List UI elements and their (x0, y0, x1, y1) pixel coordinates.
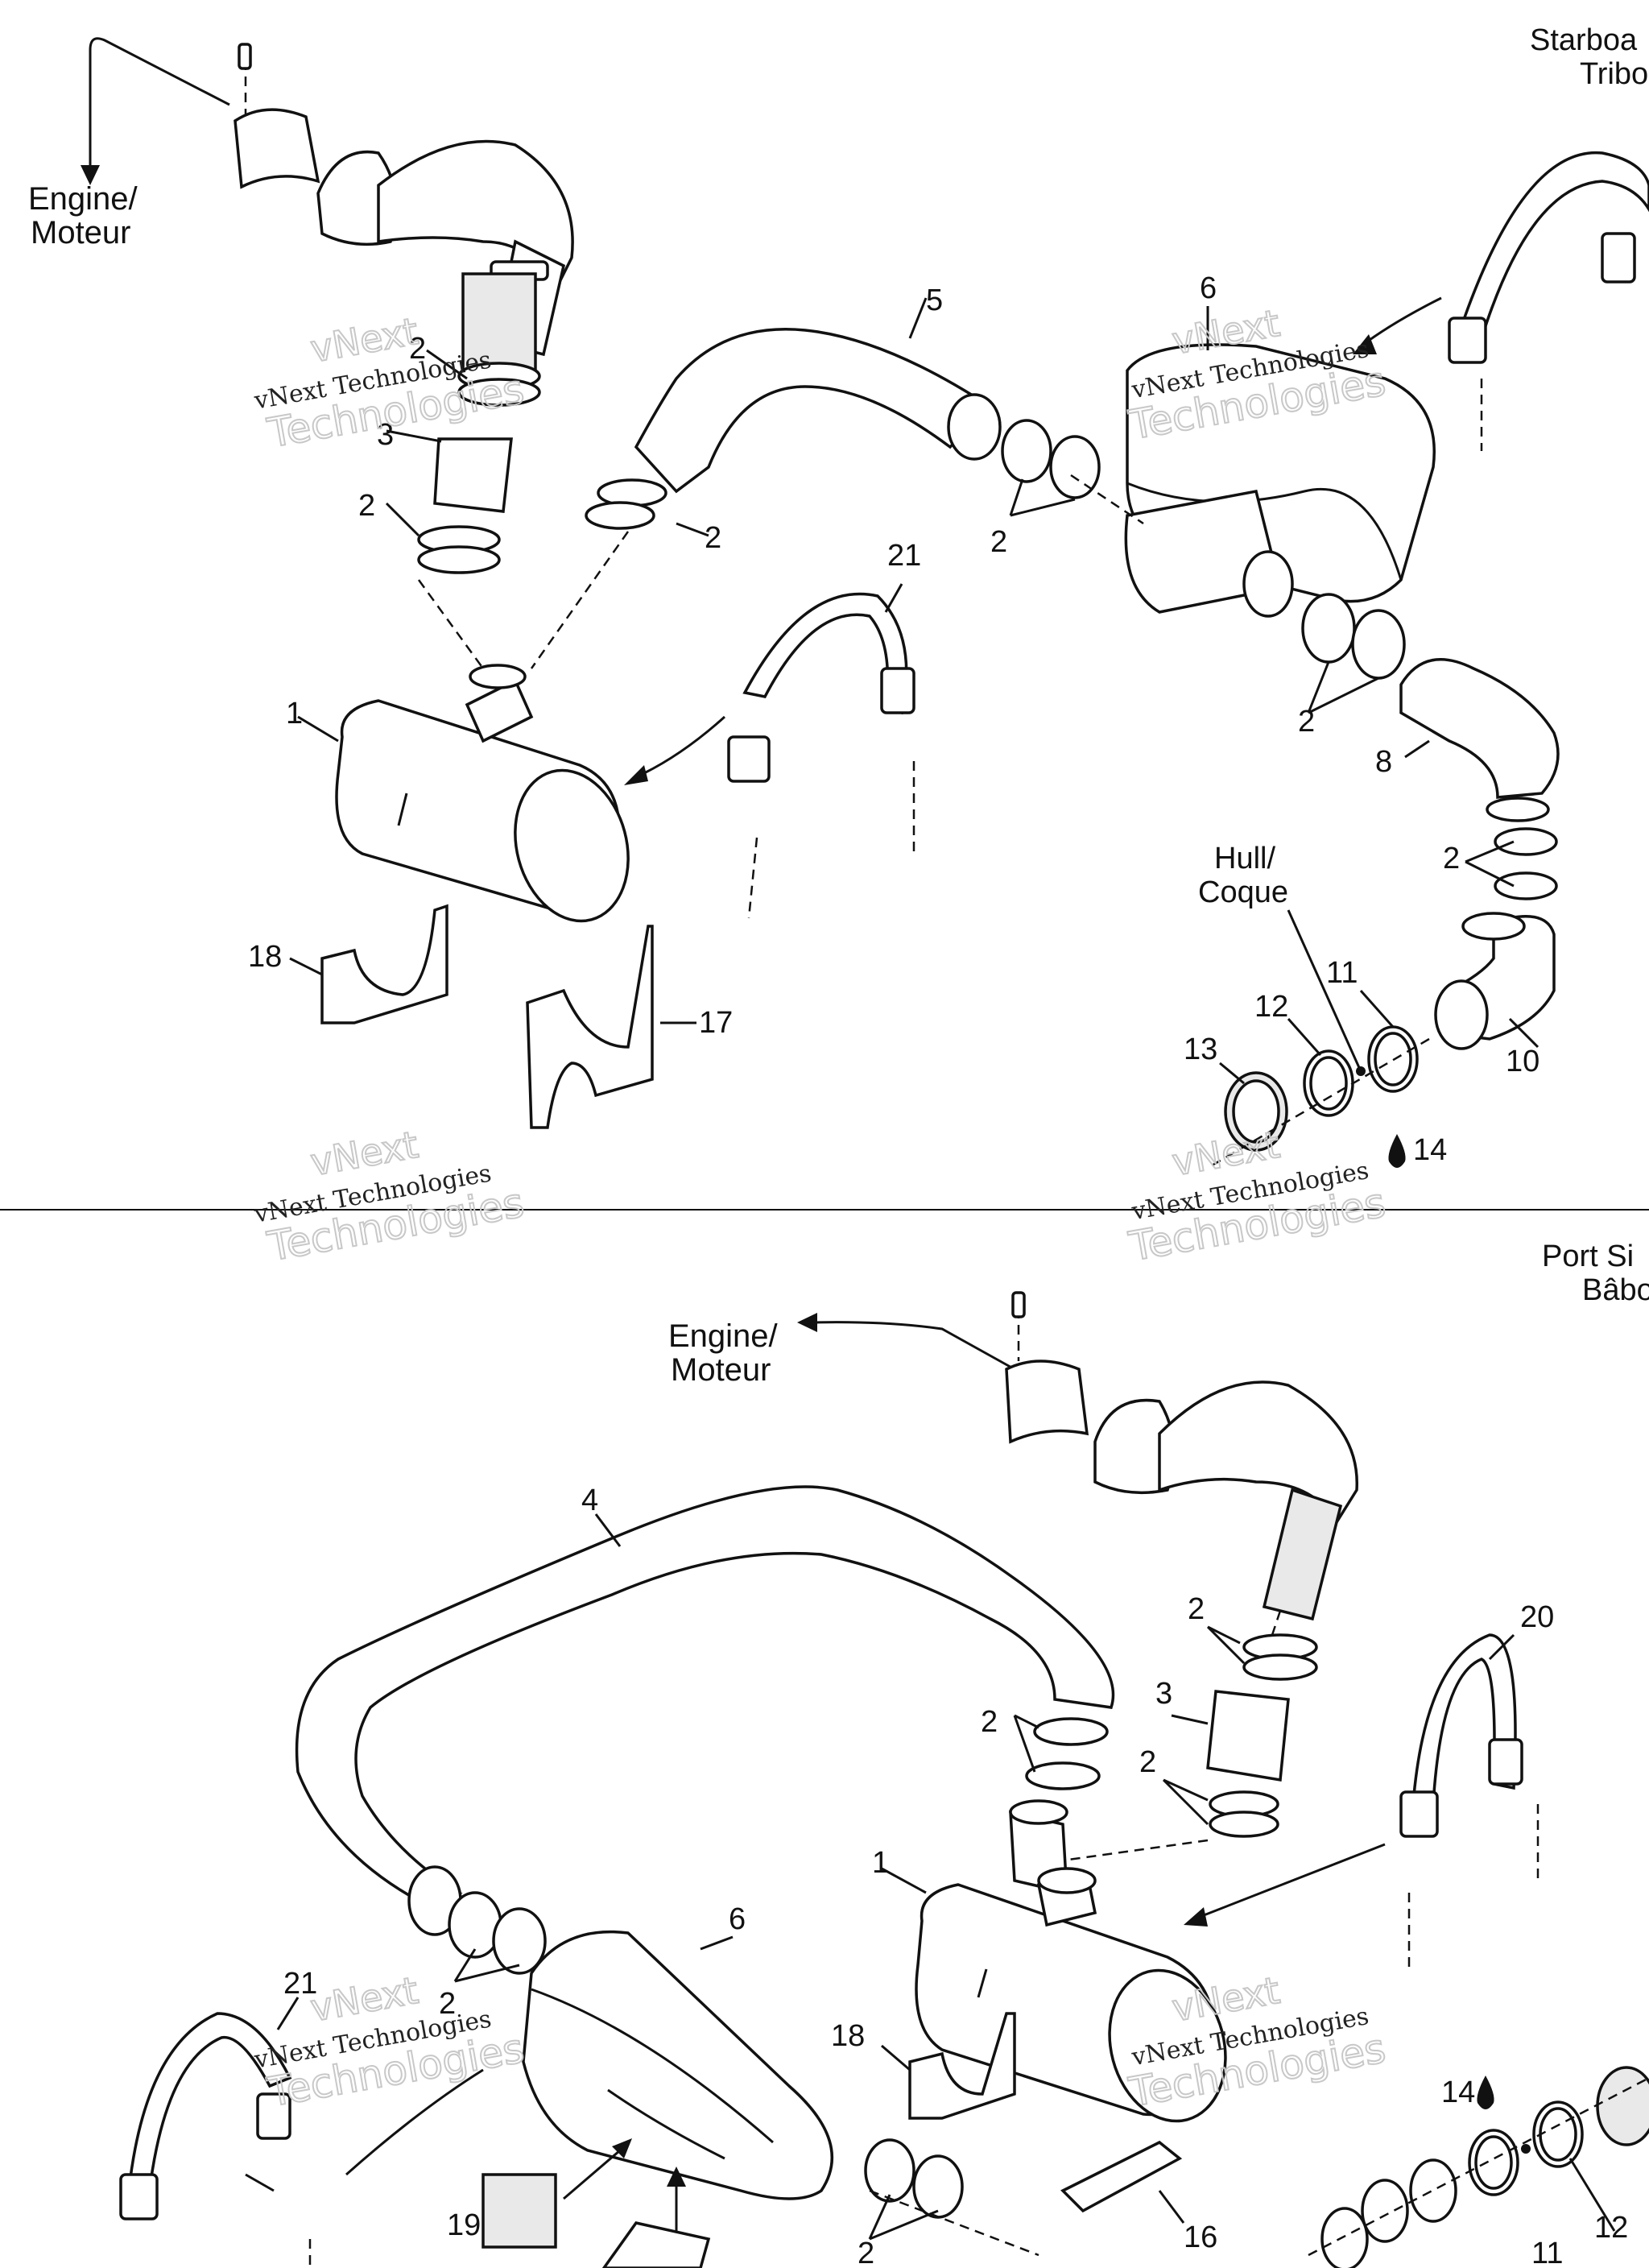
callout-2: 2 (990, 525, 1007, 559)
bottom-seals (1308, 2066, 1649, 2268)
callout-2: 2 (1188, 1592, 1205, 1626)
top-heading-line1: Starboa (1530, 23, 1638, 57)
bottom-leader-lines (245, 1513, 1616, 2241)
bottom-muffler-1 (915, 1799, 1386, 2123)
callout-20: 20 (1520, 1600, 1554, 1634)
top-strap-right (1353, 151, 1649, 451)
top-coupling-3 (417, 272, 541, 669)
callout-6: 6 (1200, 271, 1217, 305)
watermark: vNext vNext Technologies Technologies (251, 1122, 528, 1271)
top-engine-label: Engine/ Moteur (28, 37, 230, 250)
callout-11: 11 (1531, 2237, 1563, 2268)
callout-14: 14 (1413, 1133, 1447, 1167)
bottom-section-port: Port Si Bâbo Engine/ Moteur (119, 1240, 1649, 2268)
svg-text:Engine/: Engine/ (28, 181, 138, 217)
callout-19: 19 (447, 2208, 481, 2242)
top-seals (1207, 1025, 1430, 1169)
bottom-engine-label: Engine/ Moteur (668, 1313, 1015, 1388)
callout-2: 2 (409, 332, 426, 366)
hull-label-line1: Hull/ (1214, 842, 1275, 875)
callout-18: 18 (831, 2019, 865, 2053)
hull-pointer (1287, 909, 1362, 1072)
bottom-brackets (481, 2012, 1183, 2268)
top-leader-lines (289, 297, 1539, 1085)
callout-2: 2 (705, 521, 721, 555)
callout-17: 17 (699, 1006, 733, 1040)
hull-label-line2: Coque (1198, 875, 1288, 909)
callout-5: 5 (926, 284, 943, 317)
svg-text:Moteur: Moteur (31, 215, 131, 250)
callout-2: 2 (1298, 705, 1315, 739)
sealant-drop-icon (1388, 1134, 1406, 1168)
callout-4: 4 (581, 1484, 598, 1517)
top-clamps-hose5 (585, 419, 1101, 530)
callout-18: 18 (248, 940, 282, 974)
watermark: vNext vNext Technologies Technologies (1125, 1122, 1390, 1271)
top-heading-line2: Tribo (1580, 57, 1648, 91)
callout-21: 21 (887, 539, 921, 573)
top-callouts: 1 2 2 2 2 2 2 3 5 6 8 10 11 12 13 14 17 … (248, 271, 1539, 1167)
bottom-resonator-6 (522, 1930, 1039, 2257)
top-brackets (320, 904, 654, 1129)
callout-3: 3 (377, 418, 394, 452)
callout-11: 11 (1326, 956, 1358, 990)
callout-1: 1 (872, 1846, 889, 1880)
callout-12: 12 (1594, 2211, 1628, 2245)
callout-2: 2 (1443, 842, 1460, 875)
bottom-heading-line2: Bâbo (1582, 1273, 1649, 1307)
exhaust-manifold-bottom (1005, 1291, 1358, 1660)
bottom-callouts: 1 2 2 2 2 3 4 6 11 12 14 16 18 19 20 21 … (283, 1484, 1628, 2268)
callout-13: 13 (1184, 1033, 1217, 1066)
bottom-strap-20 (1399, 1633, 1539, 1973)
callout-2: 2 (439, 1987, 456, 2021)
top-muffler-1 (335, 664, 726, 923)
callout-21: 21 (283, 1967, 317, 2001)
callout-2: 2 (981, 1705, 998, 1739)
bottom-coupling-3 (1062, 1633, 1318, 1862)
callout-16: 16 (1184, 2220, 1217, 2254)
callout-8: 8 (1375, 745, 1392, 779)
exhaust-manifold-top (234, 43, 574, 404)
bottom-strap-21 (119, 2012, 484, 2268)
top-clamps-outlet (1301, 593, 1406, 680)
top-clamps-10 (1494, 827, 1558, 900)
top-hose-5 (530, 328, 1002, 669)
callout-14: 14 (1441, 2076, 1475, 2109)
bottom-clamps (448, 1717, 1109, 2219)
callout-10: 10 (1506, 1045, 1539, 1078)
callout-12: 12 (1254, 990, 1288, 1024)
svg-text:Moteur: Moteur (671, 1352, 771, 1388)
top-elbow-10 (1434, 912, 1556, 1050)
callout-1: 1 (286, 697, 303, 730)
callout-2: 2 (358, 489, 375, 523)
bottom-heading-line1: Port Si (1542, 1240, 1634, 1273)
top-hose-8 (1399, 658, 1560, 822)
svg-text:Engine/: Engine/ (668, 1318, 779, 1354)
callout-2: 2 (1139, 1745, 1156, 1779)
top-resonator-6 (1070, 343, 1436, 618)
top-section-starboard: Starboa Tribo Engine/ Moteur (28, 23, 1649, 1169)
top-strap-21 (727, 592, 915, 919)
sealant-drop-icon (1477, 2076, 1494, 2109)
callout-2: 2 (858, 2237, 874, 2268)
callout-6: 6 (729, 1902, 746, 1936)
callout-3: 3 (1155, 1677, 1172, 1711)
